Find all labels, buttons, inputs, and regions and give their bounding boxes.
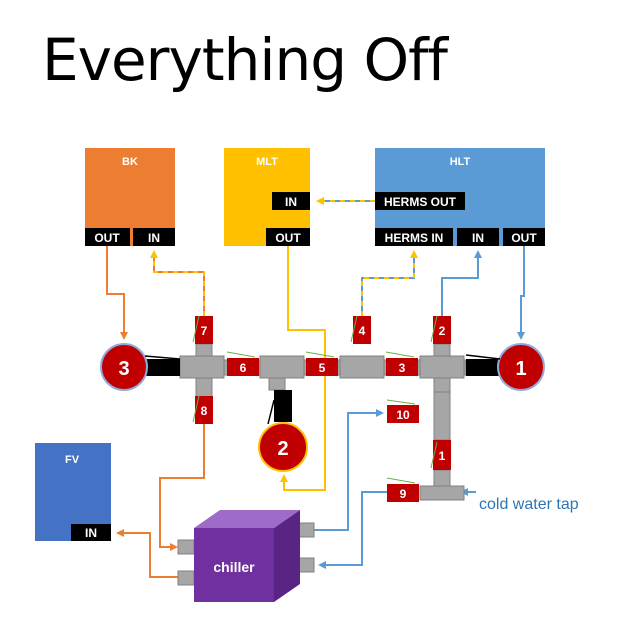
- line-valve9-to-chiller: [318, 491, 387, 569]
- chiller-port-3: [297, 522, 315, 538]
- flow-lines: [106, 197, 525, 578]
- svg-text:6: 6: [240, 361, 247, 375]
- fv-vessel: FV IN: [35, 443, 111, 541]
- chiller-port-2: [177, 570, 195, 586]
- svg-text:1: 1: [439, 449, 446, 463]
- fv-in-port: IN: [85, 526, 97, 540]
- pump-1[interactable]: 1: [465, 343, 545, 391]
- svg-text:3: 3: [399, 361, 406, 375]
- valve-1[interactable]: 1: [430, 440, 451, 470]
- line-valve7-to-bk-in-b: [150, 250, 205, 316]
- valve-8[interactable]: 8: [192, 395, 213, 424]
- line-valve7-to-bk-in-a: [153, 252, 205, 316]
- valve-5[interactable]: 5: [305, 351, 338, 376]
- valve-6[interactable]: 6: [226, 351, 259, 376]
- mlt-in-port: IN: [285, 195, 297, 209]
- valve-2[interactable]: 2: [430, 315, 451, 344]
- chiller-port-4: [297, 557, 315, 573]
- fitting-d: [179, 355, 225, 379]
- pump3-label: 3: [118, 358, 129, 380]
- hlt-in-port: IN: [472, 231, 484, 245]
- bk-vessel: BK OUT IN: [85, 148, 175, 246]
- line-chiller-to-valve10: [314, 409, 384, 531]
- line-mlt-out-to-pump2: [280, 246, 326, 491]
- right-vertical-pipe-upper: [433, 391, 451, 441]
- pump3-connector: [146, 359, 180, 376]
- page-title: Everything Off: [42, 26, 448, 94]
- pump2-label: 2: [277, 438, 288, 460]
- line-chiller-to-fv-in: [116, 529, 178, 578]
- mlt-label: MLT: [256, 156, 278, 168]
- hlt-label: HLT: [450, 156, 471, 168]
- svg-text:2: 2: [439, 324, 446, 338]
- mlt-vessel: MLT IN OUT: [224, 148, 310, 246]
- valve-3[interactable]: 3: [385, 351, 418, 376]
- pump1-connector: [466, 359, 500, 376]
- valves: 7 8 6 5 3 4 2: [192, 315, 451, 502]
- line-bk-out-to-pump3: [106, 246, 128, 340]
- fitting-c: [419, 355, 465, 379]
- hlt-herms-in-port: HERMS IN: [385, 231, 444, 245]
- svg-text:8: 8: [201, 404, 208, 418]
- svg-text:4: 4: [359, 324, 366, 338]
- cold-water-tap-label: cold water tap: [479, 496, 579, 513]
- line-valve2-to-hlt-in: [441, 250, 482, 316]
- chiller-label: chiller: [213, 559, 255, 575]
- line-valve4-to-herms-in-a: [361, 252, 415, 316]
- mlt-out-port: OUT: [275, 231, 301, 245]
- chiller: chiller: [194, 510, 300, 602]
- fv-label: FV: [65, 454, 80, 466]
- svg-text:10: 10: [396, 408, 410, 422]
- bk-out-port: OUT: [94, 231, 120, 245]
- right-vertical-pipe-lower: [433, 469, 451, 487]
- line-valve4-to-herms-in-b: [361, 250, 418, 316]
- pump2-connector: [274, 390, 292, 422]
- line-valve8-to-chiller: [159, 424, 205, 551]
- bk-label: BK: [122, 156, 138, 168]
- svg-text:9: 9: [400, 487, 407, 501]
- hlt-vessel: HLT HERMS OUT HERMS IN IN OUT: [375, 148, 545, 246]
- fitting-b: [339, 355, 385, 379]
- hlt-herms-out-port: HERMS OUT: [384, 195, 457, 209]
- valve-7[interactable]: 7: [192, 315, 213, 344]
- pump1-label: 1: [515, 358, 526, 380]
- chiller-port-1: [177, 539, 195, 555]
- valve-4[interactable]: 4: [350, 315, 371, 344]
- svg-text:5: 5: [319, 361, 326, 375]
- line-hlt-out-to-pump1: [517, 246, 525, 340]
- pump-3[interactable]: 3: [100, 343, 181, 391]
- valve-9[interactable]: 9: [386, 477, 419, 502]
- svg-text:7: 7: [201, 324, 208, 338]
- bk-in-port: IN: [148, 231, 160, 245]
- valve-10[interactable]: 10: [386, 399, 419, 423]
- hlt-out-port: OUT: [511, 231, 537, 245]
- cold-water-manifold-pipe: [419, 485, 465, 501]
- pump-2[interactable]: 2: [258, 399, 308, 472]
- fitting-a: [259, 355, 305, 379]
